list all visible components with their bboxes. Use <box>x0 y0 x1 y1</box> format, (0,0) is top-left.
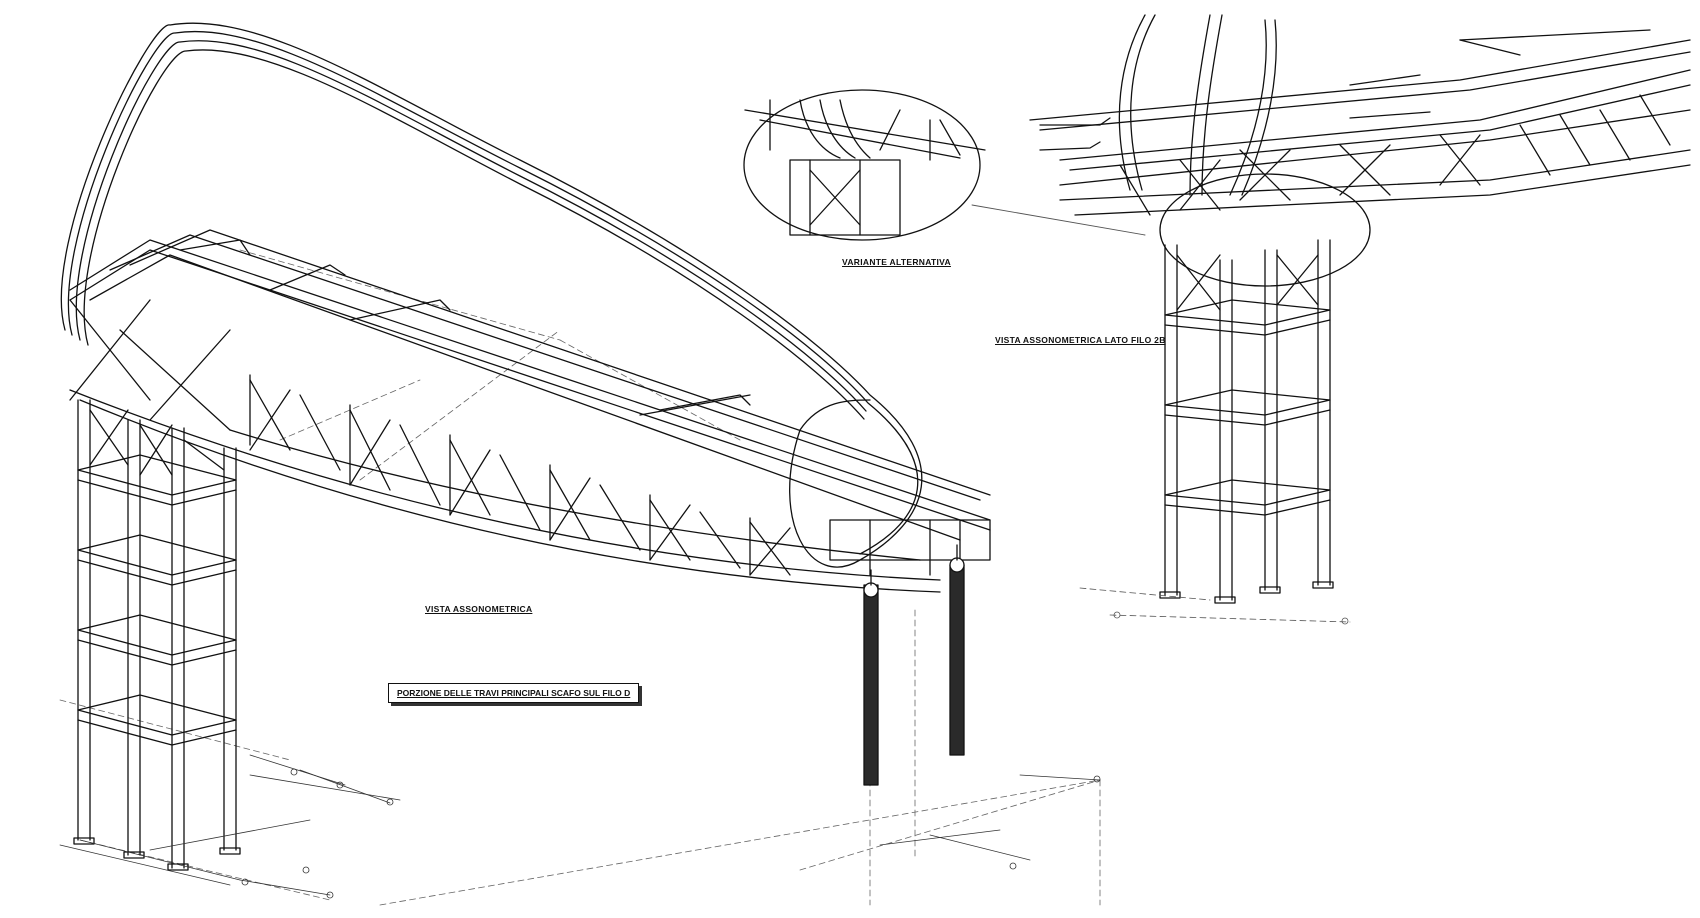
right-view-structure <box>1029 14 1691 604</box>
hanger-posts <box>863 544 965 786</box>
right-dimension-lines <box>1079 587 1351 625</box>
dimension-lines <box>59 754 1101 899</box>
main-truss <box>69 229 991 593</box>
main-caption-box: PORZIONE DELLE TRAVI PRINCIPALI SCAFO SU… <box>388 683 640 703</box>
main-view-label: VISTA ASSONOMETRICA <box>425 604 533 614</box>
suspension-cable <box>60 22 923 568</box>
left-tower <box>73 399 241 871</box>
variant-label: VARIANTE ALTERNATIVA <box>842 257 951 267</box>
construction-lines <box>59 249 1101 906</box>
variant-detail <box>743 89 986 241</box>
side-view-label: VISTA ASSONOMETRICA LATO FILO 2B <box>995 335 1166 345</box>
